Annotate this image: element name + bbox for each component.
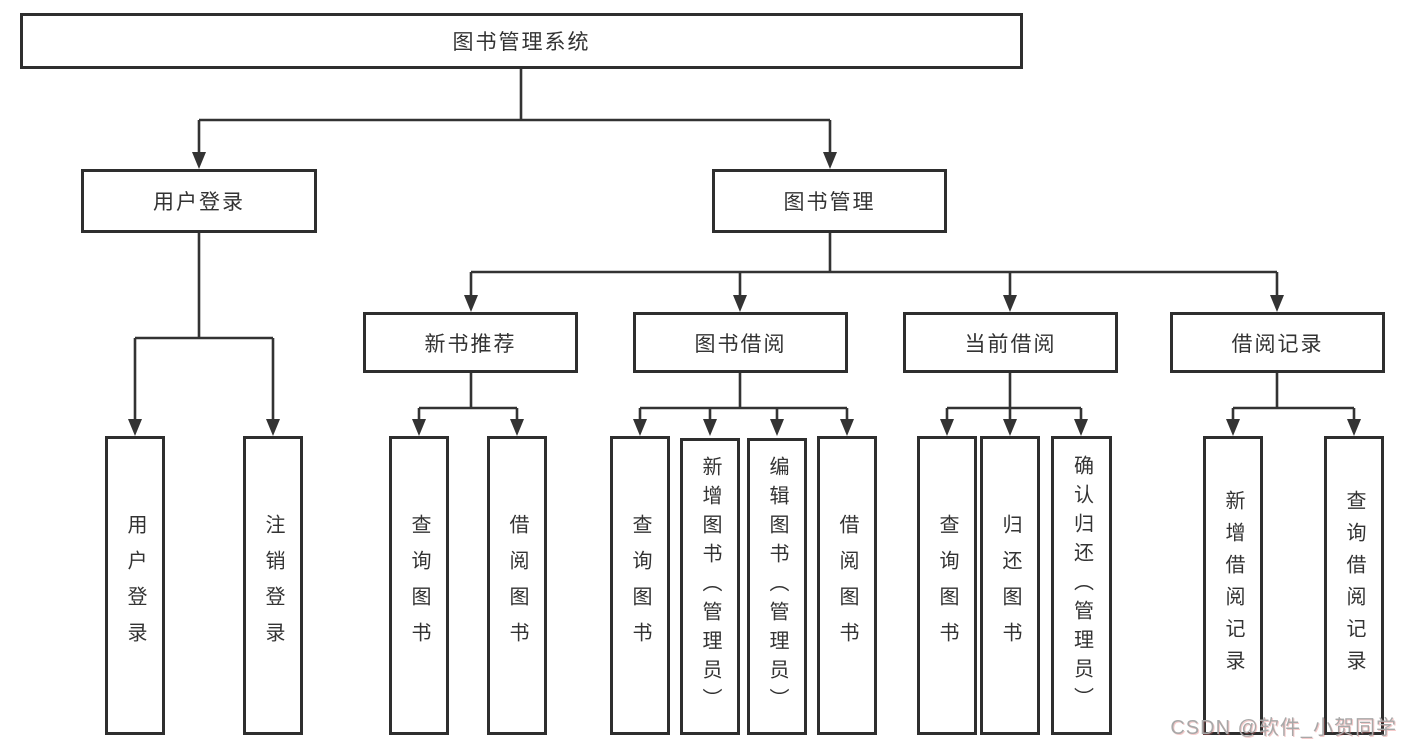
node-new-book-recommendation: 新书推荐	[363, 312, 578, 373]
leaf-borrowing-query-books: 查询图书	[610, 436, 670, 735]
node-library-management-system: 图书管理系统	[20, 13, 1023, 69]
connector-segments	[133, 69, 1356, 420]
leaf-edit-books-admin: 编辑图书（管理员）	[747, 438, 807, 735]
leaf-borrowing-borrow-books: 借阅图书	[817, 436, 877, 735]
node-current-borrowing: 当前借阅	[903, 312, 1118, 373]
leaf-return-books: 归还图书	[980, 436, 1040, 735]
node-borrowing-records: 借阅记录	[1170, 312, 1385, 373]
leaf-query-borrow-record: 查询借阅记录	[1324, 436, 1384, 735]
leaf-add-borrow-record: 新增借阅记录	[1203, 436, 1263, 735]
leaf-add-books-admin: 新增图书（管理员）	[680, 438, 740, 735]
csdn-watermark: CSDN @软件_小贺同学	[1170, 717, 1397, 739]
leaf-recommend-borrow-books: 借阅图书	[487, 436, 547, 735]
node-user-login: 用户登录	[81, 169, 317, 233]
node-book-management: 图书管理	[712, 169, 947, 233]
leaf-logout: 注销登录	[243, 436, 303, 735]
node-book-borrowing: 图书借阅	[633, 312, 848, 373]
leaf-recommend-query-books: 查询图书	[389, 436, 449, 735]
leaf-current-query-books: 查询图书	[917, 436, 977, 735]
leaf-user-login: 用户登录	[105, 436, 165, 735]
leaf-confirm-return-admin: 确认归还（管理员）	[1051, 436, 1112, 735]
